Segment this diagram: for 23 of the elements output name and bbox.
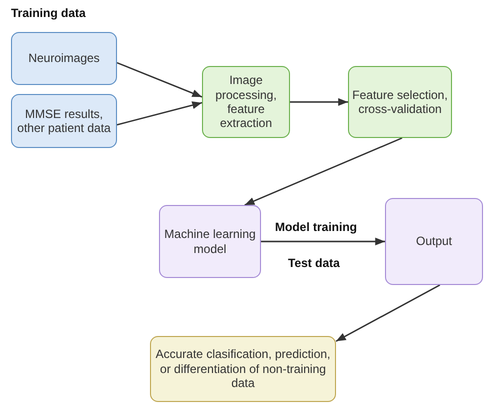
box-label: Feature selection, cross-validation [352, 88, 448, 116]
edge-label: Model training [275, 220, 357, 234]
arrow [244, 137, 402, 206]
process-box [11, 32, 117, 85]
annotation: Test data [288, 256, 340, 270]
box-label: Accurate clasification, prediction, or differentiation of non-training data [154, 347, 332, 391]
arrow [290, 98, 348, 106]
process-box [150, 336, 336, 402]
box-label: Image processing, feature extraction [214, 73, 278, 131]
box-label: Machine learning model [163, 227, 257, 256]
arrow [116, 62, 202, 98]
process-box [159, 205, 261, 278]
heading: Training data [11, 6, 86, 20]
arrow [336, 284, 440, 342]
process-box [202, 66, 290, 138]
process-box [385, 198, 483, 285]
arrow [261, 238, 385, 246]
box-label: MMSE results, other patient data [16, 106, 112, 136]
process-box [348, 66, 452, 138]
box-label: Output [416, 234, 452, 249]
arrow [116, 101, 202, 126]
box-label: Neuroimages [28, 51, 100, 66]
process-box [11, 94, 117, 148]
